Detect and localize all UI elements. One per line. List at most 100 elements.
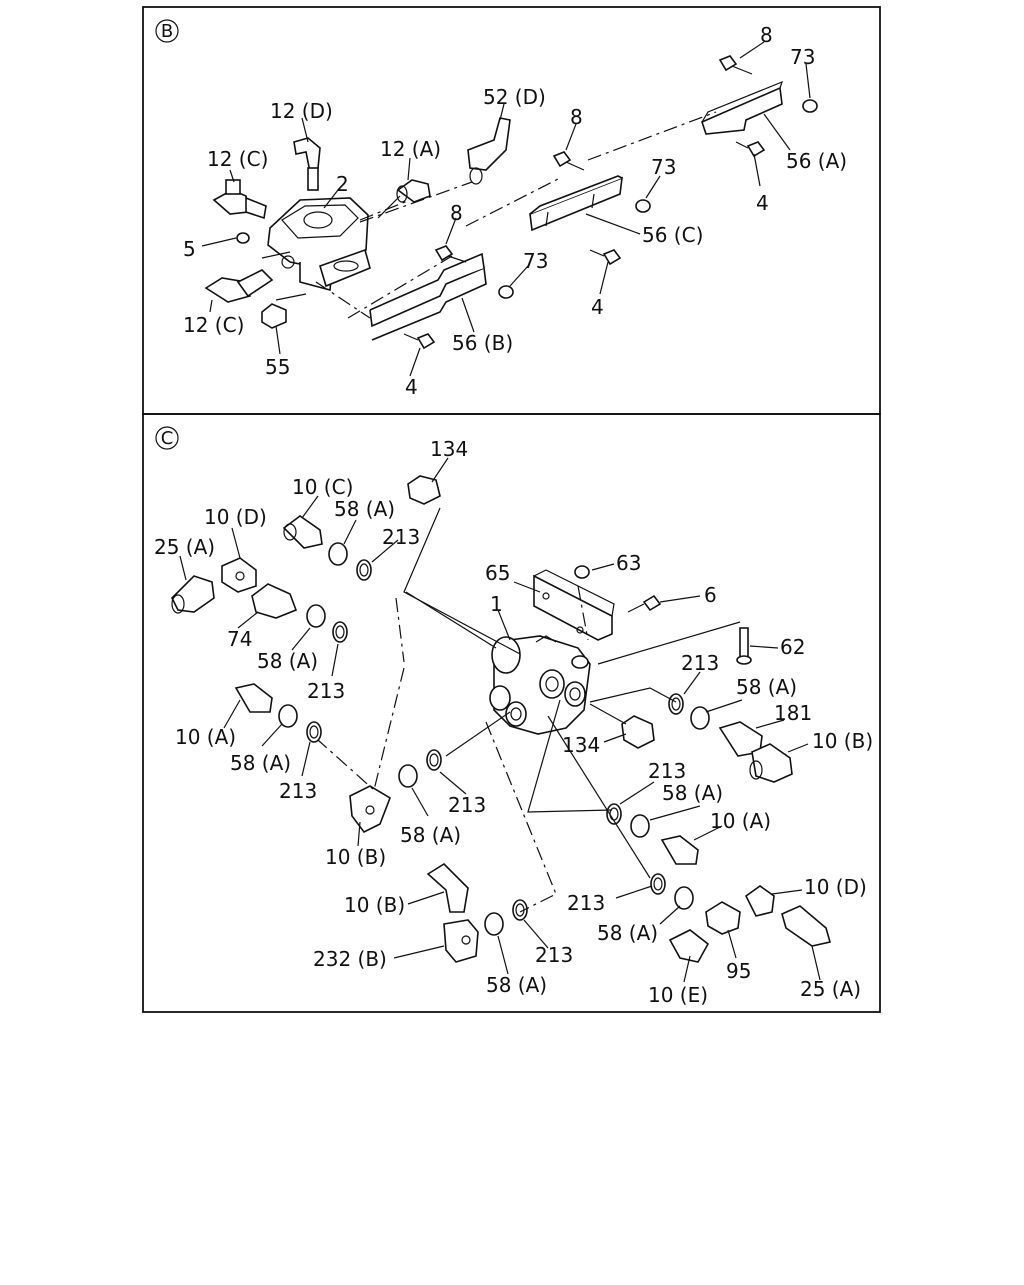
nut-58a-7 [674,886,694,910]
block-95 [705,901,741,935]
bracket-56b [369,252,487,341]
switch-25a-left [171,575,215,614]
fitting-12d [293,137,321,191]
section-b-connector-lines [261,111,717,319]
fitting-10c [282,515,323,549]
label-213-8: 213 [535,943,573,967]
bracket-65 [533,569,615,641]
label-74: 74 [227,627,252,651]
label-213-1: 213 [382,525,420,549]
elbow-10b-left [349,785,391,834]
label-12c-top: 12 (C) [207,147,268,171]
elbow-10e [668,929,710,963]
nut-73a [802,99,818,113]
section-c-mark: C [155,426,179,450]
fitting-10a-left [234,683,273,713]
label-73-b: 73 [651,155,676,179]
label-213-3: 213 [681,651,719,675]
label-55: 55 [265,355,290,379]
plug-134-mid [621,715,655,749]
ring-213-6 [606,803,622,825]
label-213-6: 213 [448,793,486,817]
label-6: 6 [704,583,717,607]
plug-134-top [407,475,441,505]
adapter-232b [443,919,479,963]
section-c-leaders [179,457,821,983]
section-b-labels: 12 (D) 52 (D) 8 73 12 (C) 12 (A) 2 8 73 … [183,23,847,399]
label-58a-2: 58 (A) [257,649,318,673]
bolt-4a [735,141,766,158]
label-25a-right: 25 (A) [800,977,861,1001]
elbow-74 [251,583,298,619]
nut-58a-6 [630,814,650,838]
section-c-frame [142,413,881,1013]
label-95: 95 [726,959,751,983]
label-10a-right: 10 (A) [710,809,771,833]
label-213-2: 213 [307,679,345,703]
label-1: 1 [490,592,503,616]
label-232b: 232 (B) [313,947,387,971]
section-b-leaders [201,41,811,377]
nut-58a-2 [306,604,326,628]
section-c-connector-lines [317,507,741,913]
label-56a: 56 (A) [786,149,847,173]
label-2: 2 [336,172,349,196]
label-56b: 56 (B) [452,331,513,355]
label-52d: 52 (D) [483,85,546,109]
label-58a-3: 58 (A) [736,675,797,699]
elbow-10b-right [749,743,793,783]
valve-body-2 [267,197,371,292]
label-213-4: 213 [648,759,686,783]
label-58a-6: 58 (A) [400,823,461,847]
label-181: 181 [774,701,812,725]
tee-10d-right [744,885,775,917]
label-65: 65 [485,561,510,585]
ring-213-5 [668,693,684,715]
label-10d-right: 10 (D) [804,875,867,899]
bracket-56a [701,80,783,135]
label-12d: 12 (D) [270,99,333,123]
label-10a-left: 10 (A) [175,725,236,749]
label-10b-mid: 10 (B) [344,893,405,917]
valve-body-1 [489,635,591,735]
label-4-c: 4 [405,375,418,399]
section-b-mark: B [155,19,179,43]
label-58a-1: 58 (A) [334,497,395,521]
fitting-181 [718,721,763,757]
label-73-c: 73 [523,249,548,273]
label-4-b: 4 [591,295,604,319]
nut-58a-4 [398,764,418,788]
label-213-7: 213 [567,891,605,915]
bolt-6 [627,594,662,613]
bracket-56c [529,175,623,232]
nut-58a-1 [328,542,348,566]
fitting-52d [467,117,511,185]
plug-55 [261,303,287,329]
label-12c-bottom: 12 (C) [183,313,244,337]
nut-5 [236,232,250,244]
label-58a-7: 58 (A) [597,921,658,945]
fitting-12c-top [212,179,267,220]
label-62: 62 [780,635,805,659]
label-4-a: 4 [756,191,769,215]
nut-58a-3 [278,704,298,728]
nut-73b [635,199,651,213]
tee-10d-left [221,557,257,593]
fitting-12c-bottom [204,269,274,303]
label-73-a: 73 [790,45,815,69]
nut-58a-8 [484,912,504,936]
fitting-12a [396,179,431,203]
fitting-10a-right [660,835,699,865]
ring-213-4 [426,749,442,771]
label-63: 63 [616,551,641,575]
svg-text:B: B [161,21,173,42]
label-8-b: 8 [570,105,583,129]
elbow-10b-mid [426,862,469,913]
label-10c: 10 (C) [292,475,353,499]
bolt-62 [736,627,752,665]
label-134-mid: 134 [562,733,600,757]
nut-73c [498,285,514,299]
svg-text:C: C [161,428,174,449]
